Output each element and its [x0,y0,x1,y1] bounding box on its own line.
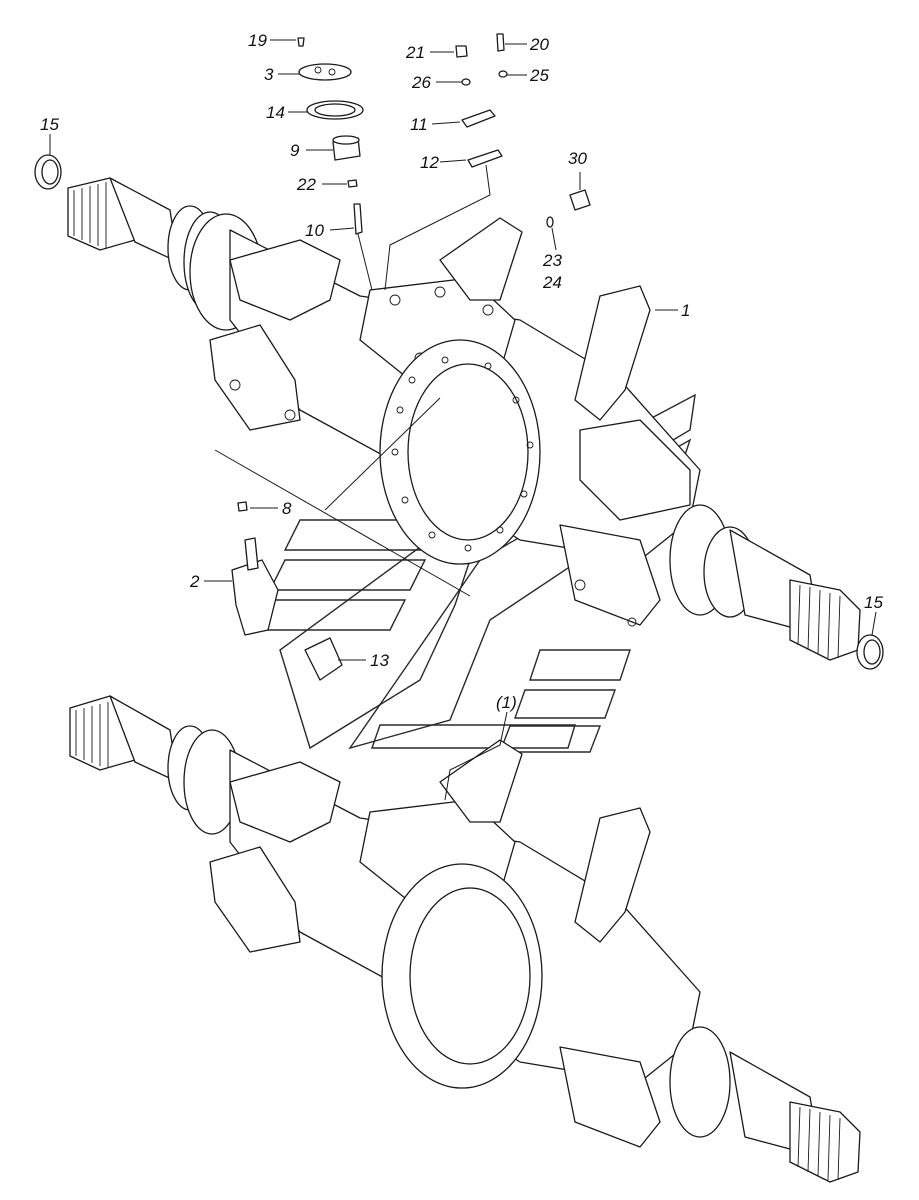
part-15-left [34,154,62,190]
callout-10: 10 [305,221,324,240]
part-23-24 [546,216,554,228]
part-19 [297,37,305,47]
callout-15-right: 15 [864,593,883,612]
axle-housing-lower [69,695,861,1183]
callout-9: 9 [290,141,300,160]
callout-26: 26 [411,73,431,92]
callout-21: 21 [405,43,425,62]
callout-12: 12 [420,153,439,172]
callout-22: 22 [296,175,316,194]
part-8 [237,501,248,512]
part-10 [353,203,363,235]
part-13 [304,637,343,681]
callout-25: 25 [529,66,549,85]
part-2 [231,559,279,636]
callout-20: 20 [529,35,549,54]
part-22 [347,179,358,188]
part-30 [569,189,591,211]
callout-23: 23 [542,251,562,270]
callout-13: 13 [370,651,389,670]
callout-1-ref: (1) [496,693,517,712]
part-12 [467,149,503,168]
part-20 [496,33,505,52]
axle-housing-upper [67,177,861,661]
part-3 [298,63,352,81]
small-parts [34,33,884,681]
watermark-logo [253,393,696,753]
callout-2: 2 [189,572,200,591]
callout-3: 3 [264,65,274,84]
callout-1: 1 [681,301,690,320]
part-25 [498,70,508,78]
part-26 [461,78,471,86]
callout-labels: 19 3 14 9 22 10 21 20 26 25 11 12 30 23 … [40,31,883,712]
callout-15-left: 15 [40,115,59,134]
spline-end-right [789,579,861,661]
callout-14: 14 [266,103,285,122]
leader-lines [49,39,877,801]
callout-8: 8 [282,499,292,518]
part-21 [455,45,468,58]
callout-11: 11 [410,115,428,134]
part-11 [461,109,496,128]
part-15-right [856,634,884,670]
callout-19: 19 [248,31,267,50]
callout-24: 24 [542,273,562,292]
callout-30: 30 [568,149,587,168]
